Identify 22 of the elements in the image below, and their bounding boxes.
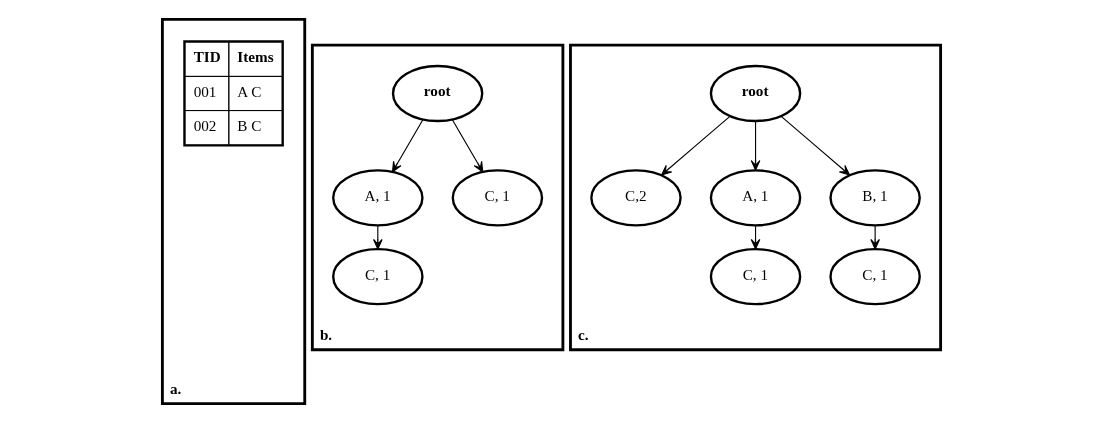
node-ellipse: root bbox=[709, 64, 801, 123]
label: 001 bbox=[193, 83, 216, 101]
label: B C bbox=[236, 117, 261, 135]
node-ellipse: A, 1 bbox=[709, 169, 801, 227]
node-ellipse: C, 1 bbox=[331, 247, 424, 306]
node-ellipse: C,2 bbox=[589, 169, 682, 227]
arrow bbox=[451, 118, 483, 173]
node-ellipse: C, 1 bbox=[828, 247, 921, 306]
node-ellipse: C, 1 bbox=[709, 247, 801, 306]
arrow bbox=[391, 118, 424, 173]
node-ellipse: B, 1 bbox=[828, 169, 921, 227]
arrow bbox=[779, 115, 850, 176]
node-ellipse: A, 1 bbox=[331, 169, 424, 227]
node-ellipse: C, 1 bbox=[451, 169, 543, 227]
label: A C bbox=[236, 83, 261, 101]
arrow bbox=[869, 225, 880, 250]
node-ellipse: root bbox=[391, 64, 483, 123]
arrow bbox=[750, 120, 760, 171]
label: 002 bbox=[193, 117, 216, 135]
label: TID bbox=[193, 47, 221, 65]
arrow bbox=[660, 115, 731, 176]
label: Items bbox=[236, 47, 274, 65]
